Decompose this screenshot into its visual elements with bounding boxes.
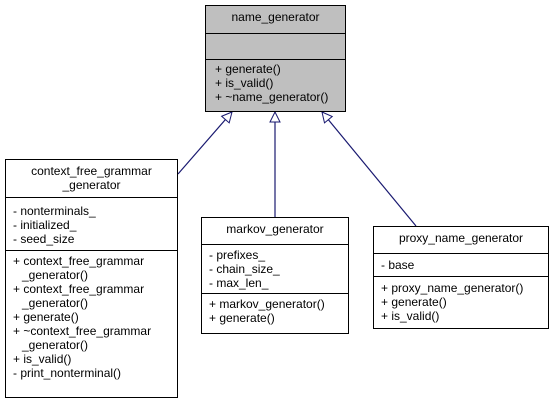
method-section: + markov_generator() + generate() xyxy=(202,293,348,328)
method: + generate() xyxy=(215,62,281,76)
attribute-section: - base xyxy=(374,253,548,276)
class-context-free-grammar-generator: context_free_grammar _generator - nonter… xyxy=(5,159,178,398)
method: _generator() xyxy=(22,296,89,310)
class-markov-generator: markov_generator - prefixes_ - chain_siz… xyxy=(201,217,349,334)
method: + ~context_free_grammar xyxy=(13,324,152,338)
method: + generate() xyxy=(209,311,275,325)
class-proxy-name-generator: proxy_name_generator - base + proxy_name… xyxy=(373,226,549,329)
attribute: - max_len_ xyxy=(209,276,269,290)
method: + generate() xyxy=(381,295,447,309)
method: + context_free_grammar xyxy=(13,282,145,296)
method: + is_valid() xyxy=(381,309,440,323)
class-name: markov_generator xyxy=(226,222,324,236)
method: _generator() xyxy=(22,268,89,282)
attribute: - seed_size xyxy=(13,232,75,246)
class-name-line: _generator xyxy=(62,178,121,192)
method: + is_valid() xyxy=(215,76,274,90)
inheritance-edge-context-free xyxy=(177,112,232,175)
class-name: proxy_name_generator xyxy=(398,231,524,245)
method: + is_valid() xyxy=(13,352,72,366)
method: - print_nonterminal() xyxy=(13,366,122,380)
attribute: - chain_size_ xyxy=(209,262,280,276)
class-name: name_generator xyxy=(231,10,320,24)
inheritance-edge-proxy xyxy=(322,112,417,227)
attribute: - nonterminals_ xyxy=(13,204,96,218)
attribute: - initialized_ xyxy=(13,218,77,232)
class-name-generator: name_generator + generate() + is_valid()… xyxy=(205,5,346,112)
class-name-line: context_free_grammar xyxy=(31,164,152,178)
attribute: - prefixes_ xyxy=(209,248,266,262)
method: + context_free_grammar xyxy=(13,254,145,268)
method: + markov_generator() xyxy=(209,297,325,311)
method: + ~name_generator() xyxy=(215,90,329,104)
attribute-section: - nonterminals_ - initialized_ - seed_si… xyxy=(6,197,177,250)
class-title: proxy_name_generator xyxy=(374,227,548,253)
method: _generator() xyxy=(22,338,89,352)
method: + proxy_name_generator() xyxy=(381,281,524,295)
attribute: - base xyxy=(381,258,415,272)
class-title: markov_generator xyxy=(202,218,348,244)
method-section: + context_free_grammar _generator() + co… xyxy=(6,250,177,383)
attribute-section xyxy=(206,33,345,59)
method: + generate() xyxy=(13,310,79,324)
class-title: name_generator xyxy=(206,6,345,33)
method-section: + proxy_name_generator() + generate() + … xyxy=(374,276,548,326)
class-title: context_free_grammar _generator xyxy=(6,160,177,197)
attribute-section: - prefixes_ - chain_size_ - max_len_ xyxy=(202,244,348,293)
method-section: + generate() + is_valid() + ~name_genera… xyxy=(206,59,345,107)
